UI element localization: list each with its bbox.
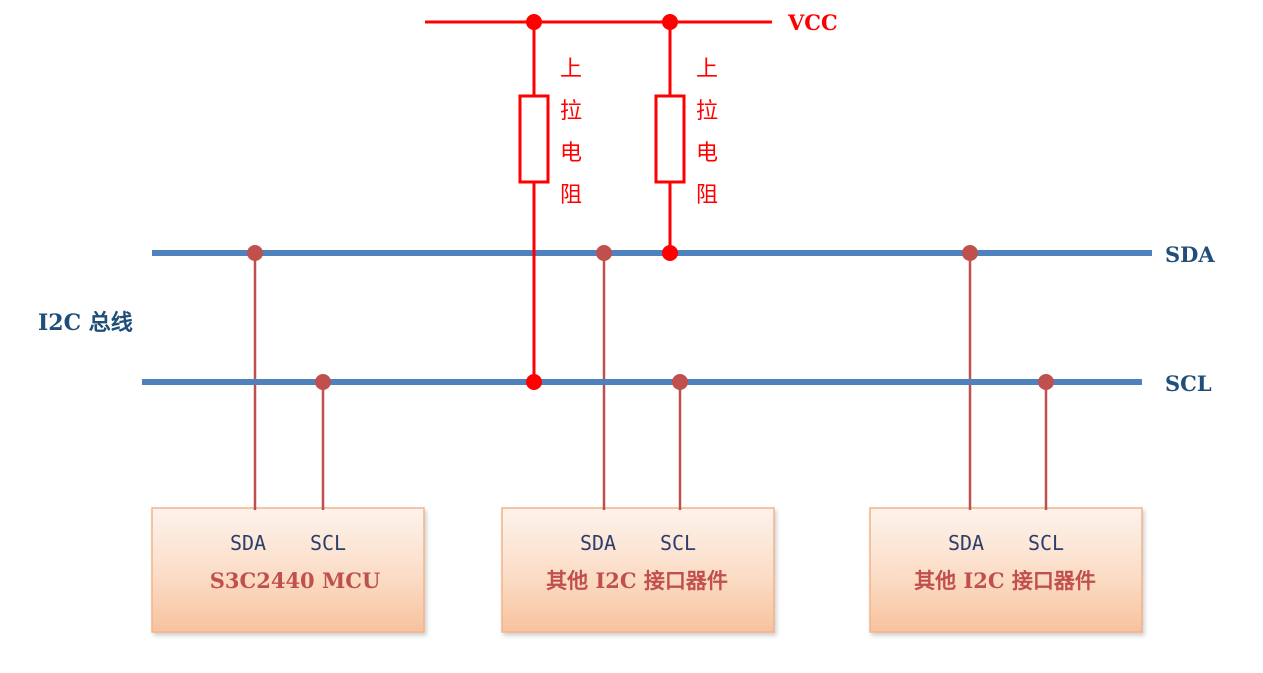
pullup-resistor-2 xyxy=(654,94,686,184)
device-box-3: SDA SCL 其他 I2C 接口器件 xyxy=(869,507,1143,633)
device-2-scl-label: SCL xyxy=(660,531,696,555)
device-1-sda-label: SDA xyxy=(230,531,266,555)
device-box-1: SDA SCL S3C2440 MCU xyxy=(151,507,425,633)
device-3-sda-label: SDA xyxy=(948,531,984,555)
junction-dev1-sda xyxy=(247,245,263,261)
pullup-1-label: 上 拉 电 阻 xyxy=(560,57,582,208)
svg-text:阻: 阻 xyxy=(696,183,718,208)
junction-pullup-scl xyxy=(526,374,542,390)
svg-text:上: 上 xyxy=(560,57,582,82)
device-1-name: S3C2440 MCU xyxy=(210,568,381,593)
device-1-scl-label: SCL xyxy=(310,531,346,555)
junction-vcc-2 xyxy=(662,14,678,30)
svg-text:阻: 阻 xyxy=(560,183,582,208)
pullup-network xyxy=(425,20,772,382)
pullup-2-label: 上 拉 电 阻 xyxy=(696,57,718,208)
svg-text:上: 上 xyxy=(696,57,718,82)
vcc-label: VCC xyxy=(787,10,838,35)
scl-bus-label: SCL xyxy=(1165,371,1212,396)
junction-dev1-scl xyxy=(315,374,331,390)
junction-dev3-sda xyxy=(962,245,978,261)
pullup-resistor-1 xyxy=(518,94,550,184)
svg-text:拉: 拉 xyxy=(560,99,582,124)
device-3-scl-label: SCL xyxy=(1028,531,1064,555)
junction-pullup-sda xyxy=(662,245,678,261)
junction-vcc-1 xyxy=(526,14,542,30)
device-box-2: SDA SCL 其他 I2C 接口器件 xyxy=(501,507,775,633)
device-3-name: 其他 I2C 接口器件 xyxy=(914,568,1096,593)
device-2-name: 其他 I2C 接口器件 xyxy=(546,568,728,593)
junction-dev3-scl xyxy=(1038,374,1054,390)
svg-text:拉: 拉 xyxy=(696,99,718,124)
junction-dev2-sda xyxy=(596,245,612,261)
junction-dots xyxy=(247,14,1054,390)
bus-title: I2C 总线 xyxy=(38,310,133,336)
sda-bus-label: SDA xyxy=(1165,242,1215,267)
junction-dev2-scl xyxy=(672,374,688,390)
svg-text:电: 电 xyxy=(696,141,718,166)
device-2-sda-label: SDA xyxy=(580,531,616,555)
svg-text:电: 电 xyxy=(560,141,582,166)
